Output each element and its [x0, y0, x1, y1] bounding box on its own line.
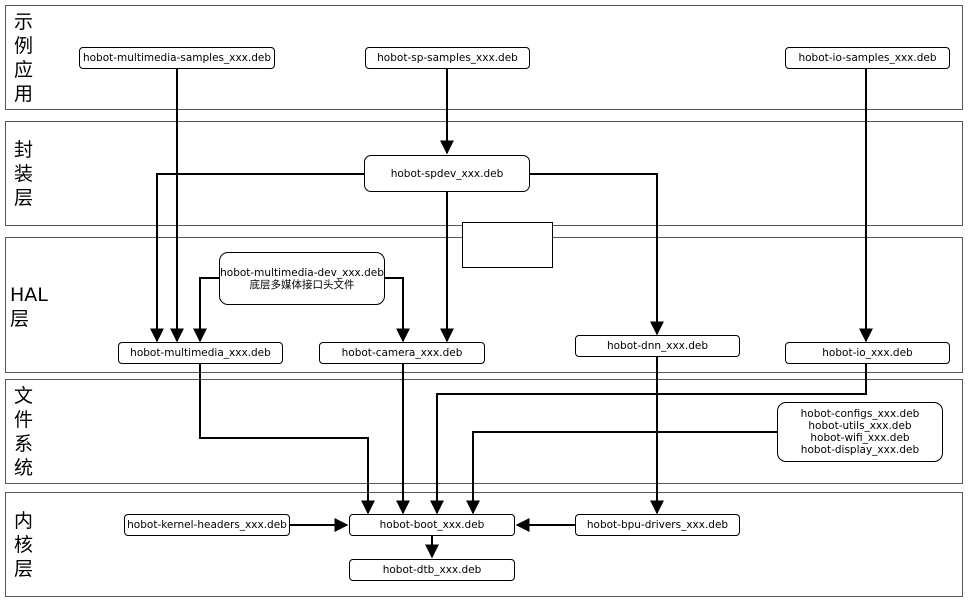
package-dtb: hobot-dtb_xxx.deb	[349, 559, 515, 581]
package-utils: hobot-utils_xxx.deb	[808, 420, 912, 432]
layer-label-filesystem: 文 件 系 统	[14, 385, 34, 479]
package-bpu-drivers: hobot-bpu-drivers_xxx.deb	[575, 514, 740, 536]
package-wifi: hobot-wifi_xxx.deb	[810, 432, 910, 444]
package-dnn: hobot-dnn_xxx.deb	[575, 335, 740, 357]
package-io-samples: hobot-io-samples_xxx.deb	[785, 47, 950, 69]
package-multimedia-dev-desc: 底层多媒体接口头文件	[249, 278, 355, 291]
layer-label-samples: 示 例 应 用	[14, 11, 34, 105]
package-multimedia-dev-name: hobot-multimedia-dev_xxx.deb	[220, 266, 384, 279]
package-camera: hobot-camera_xxx.deb	[319, 342, 485, 364]
package-multimedia-samples: hobot-multimedia-samples_xxx.deb	[79, 47, 275, 69]
package-boot: hobot-boot_xxx.deb	[349, 514, 515, 536]
package-system-bundle: hobot-configs_xxx.deb hobot-utils_xxx.de…	[777, 402, 943, 462]
package-sp-samples: hobot-sp-samples_xxx.deb	[365, 47, 530, 69]
empty-box	[462, 222, 553, 268]
arrow-multimedia-dev-to-camera	[384, 277, 410, 343]
layer-label-kernel: 内 核 层	[14, 510, 34, 580]
arrow-multimedia-to-boot	[199, 364, 375, 515]
package-io: hobot-io_xxx.deb	[785, 342, 950, 364]
layer-label-wrapper: 封 装 层	[14, 139, 34, 209]
arrow-io-to-boot	[430, 364, 867, 515]
arrow-multimedia-dev-to-multimedia	[193, 277, 219, 343]
arrow-spdev-to-dnn	[530, 173, 664, 336]
package-multimedia-dev: hobot-multimedia-dev_xxx.deb 底层多媒体接口头文件	[219, 252, 385, 305]
package-multimedia: hobot-multimedia_xxx.deb	[118, 342, 283, 364]
arrow-system-bundle-to-boot	[466, 431, 777, 515]
arrow-spdev-to-multimedia	[150, 173, 364, 343]
package-spdev: hobot-spdev_xxx.deb	[364, 155, 530, 192]
package-configs: hobot-configs_xxx.deb	[800, 408, 920, 420]
layer-label-hal: HAL 层	[10, 284, 48, 330]
package-display: hobot-display_xxx.deb	[800, 444, 920, 456]
package-kernel-headers: hobot-kernel-headers_xxx.deb	[124, 514, 290, 536]
